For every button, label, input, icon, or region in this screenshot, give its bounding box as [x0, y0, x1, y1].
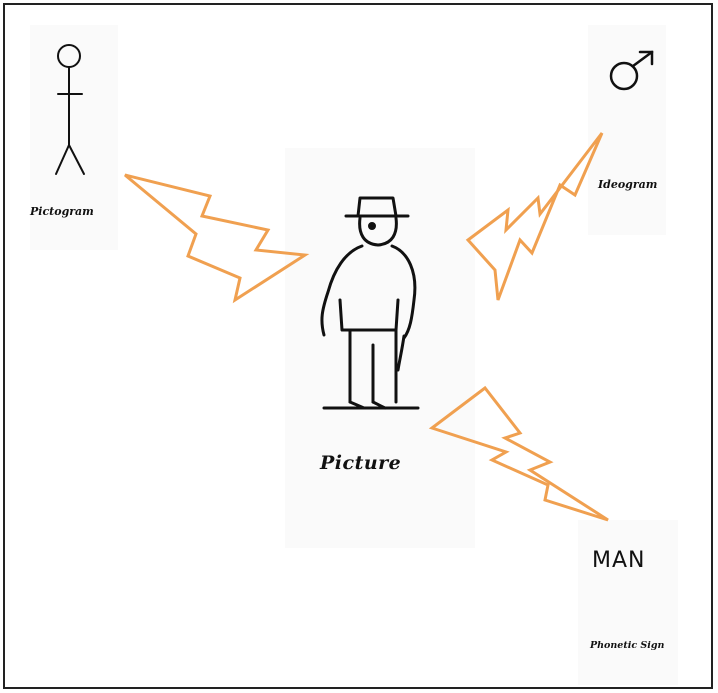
stick-figure-icon — [56, 45, 84, 174]
bolt-picture-ideogram — [468, 133, 602, 300]
ideogram-label: Ideogram — [598, 178, 657, 191]
picture-label: Picture — [320, 452, 401, 474]
man-with-hat-icon — [322, 198, 418, 408]
bolt-pictogram-picture — [125, 175, 305, 300]
bolt-picture-phonetic — [432, 388, 608, 520]
male-symbol-icon — [611, 52, 652, 89]
pictogram-label: Pictogram — [30, 205, 94, 218]
phonetic-sign-label: Phonetic Sign — [590, 640, 664, 651]
man-word: MAN — [592, 548, 646, 573]
